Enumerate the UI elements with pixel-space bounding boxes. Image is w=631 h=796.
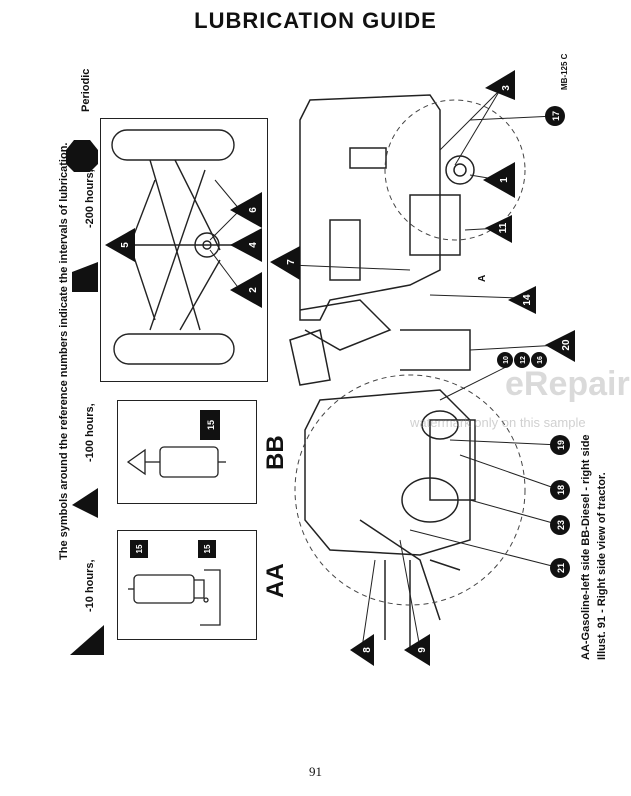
leader-lines (120, 89, 561, 649)
tractor-outline (289, 94, 476, 650)
block-200-hours-icon (72, 262, 98, 292)
triangle-callout-9-icon (404, 634, 430, 666)
circle-callout-19-icon (550, 435, 570, 455)
callout-4: 4 (248, 242, 259, 248)
page-number: 91 (309, 764, 322, 779)
callout-17: 17 (551, 111, 561, 121)
circle-callout-18-icon (550, 480, 570, 500)
callout-15a: 15 (135, 544, 144, 553)
bb-filter-drawing (126, 446, 226, 478)
callout-6: 6 (248, 207, 259, 213)
triangle-callout-8-icon (350, 634, 374, 666)
trapezoid-callout-11-icon (485, 215, 512, 243)
callout-18: 18 (556, 485, 566, 495)
block-callout-15b-icon (200, 410, 220, 440)
inset-box-bb (117, 400, 257, 504)
callout-a: A (477, 275, 488, 282)
callout-9: 9 (417, 647, 428, 653)
callout-3: 3 (501, 85, 512, 91)
triangle-callout-5-icon (105, 228, 135, 262)
circle-callout-16-icon (531, 352, 547, 368)
octagon-periodic-icon (66, 140, 98, 172)
triangle-callout-6-icon (230, 192, 262, 228)
circle-callout-17-icon (545, 106, 565, 126)
watermark: eRepairInfo.com (505, 365, 631, 403)
callout-7: 7 (286, 259, 297, 265)
triangle-callout-20-icon (545, 330, 575, 362)
circle-callout-21-icon (550, 558, 570, 578)
callout-16: 16 (537, 356, 544, 364)
aa-filter-drawing (128, 569, 221, 626)
triangle-callout-1-icon (483, 162, 515, 198)
page-title: LUBRICATION GUIDE (194, 8, 437, 33)
callout-2: 2 (248, 287, 259, 293)
callout-23: 23 (556, 520, 566, 530)
circle-callout-12-icon (514, 352, 530, 368)
callout-20: 20 (561, 339, 572, 351)
callout-19: 19 (556, 440, 566, 450)
circle-callout-23-icon (550, 515, 570, 535)
callout-14: 14 (522, 294, 533, 306)
callout-12: 12 (520, 356, 527, 364)
callout-15c: 15 (203, 544, 212, 553)
callout-15b: 15 (206, 420, 216, 430)
trapezoid-100-hours-icon (72, 488, 98, 518)
block-callout-15a-icon (130, 540, 148, 558)
circle-callout-10-icon (497, 352, 513, 368)
callout-symbols (105, 70, 575, 666)
triangle-callout-2-icon (230, 272, 262, 308)
trapezoid-callout-14-icon (508, 286, 536, 314)
triangle-callout-4-icon (230, 228, 262, 262)
callout-10: 10 (503, 356, 510, 364)
watermark-note: watermark only on this sample (410, 415, 586, 430)
triangle-callout-3-icon (485, 70, 515, 100)
triangle-callout-7-icon (270, 246, 300, 280)
callout-21: 21 (556, 563, 566, 573)
callout-8: 8 (362, 647, 373, 653)
triangle-10-hours-icon (70, 625, 104, 655)
callout-5: 5 (120, 242, 131, 248)
callout-1: 1 (499, 177, 510, 183)
callout-11: 11 (498, 222, 509, 233)
wheel-dashed-circles (294, 99, 526, 606)
block-callout-13a-icon (198, 540, 216, 558)
